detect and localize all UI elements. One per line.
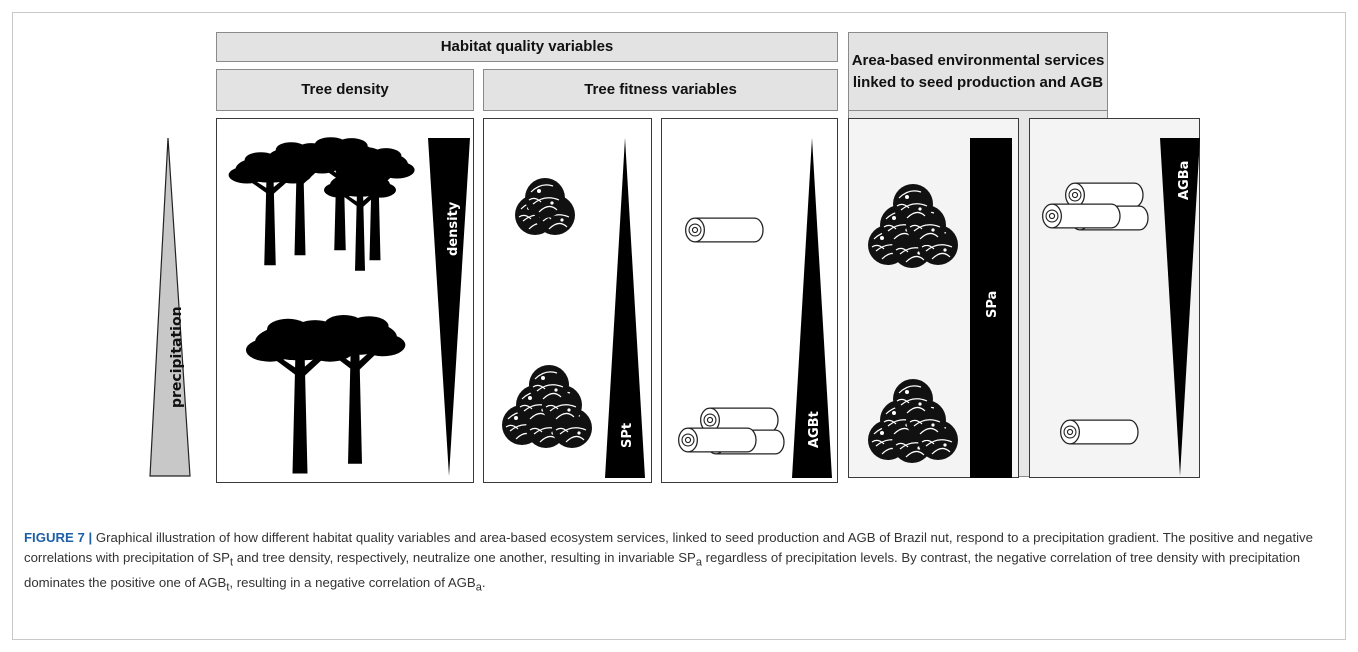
- precipitation-label: precipitation: [169, 306, 185, 408]
- spa-bar: [970, 138, 1012, 478]
- caption-sub-a1: a: [695, 556, 702, 569]
- log-bundle-icon: [1042, 182, 1149, 231]
- agba-wedge: [1160, 138, 1200, 476]
- caption-part1: Graphical illustration of how different …: [24, 530, 1313, 565]
- tree-silhouette-icon: [246, 315, 406, 474]
- header-tree-density-label: Tree density: [301, 81, 389, 99]
- header-area-based-line2: linked to seed production and AGB: [852, 73, 1104, 91]
- header-tree-fitness-label: Tree fitness variables: [584, 81, 737, 99]
- header-area-based: Area-based environmental services linked…: [848, 32, 1108, 111]
- spa-label: SPa: [985, 291, 1000, 318]
- tree-silhouette-icon: [228, 137, 415, 271]
- log-bundle-icon: [1060, 419, 1139, 445]
- figure-frame: [12, 12, 1346, 640]
- precipitation-wedge: [149, 137, 191, 477]
- caption-sub-a2: a: [475, 581, 482, 594]
- spt-label: SPt: [620, 423, 635, 448]
- caption-part5: .: [481, 574, 486, 590]
- header-tree-fitness: Tree fitness variables: [483, 69, 838, 111]
- figure-label: FIGURE 7 |: [24, 530, 93, 545]
- density-wedge: [428, 138, 470, 476]
- log-bundle-icon: [678, 407, 785, 455]
- density-label: density: [446, 201, 461, 256]
- header-tree-density: Tree density: [216, 69, 474, 111]
- agba-label: AGBa: [1177, 161, 1192, 200]
- caption-part3: regardless of precipitation levels. By c…: [24, 550, 1301, 590]
- figure-caption: FIGURE 7 | Graphical illustration of how…: [24, 528, 1334, 597]
- agbt-label: AGBt: [807, 411, 822, 448]
- brazil-nut-pod-icon: [514, 177, 576, 236]
- header-area-based-line1: Area-based environmental services: [851, 51, 1105, 69]
- brazil-nut-pod-icon: [501, 364, 593, 449]
- log-bundle-icon: [685, 217, 764, 243]
- caption-part4: , resulting in a negative correlation of…: [229, 574, 476, 590]
- spt-wedge: [605, 138, 645, 478]
- caption-sub-t2: t: [226, 581, 230, 594]
- brazil-nut-pod-icon: [867, 378, 959, 464]
- header-habitat-quality: Habitat quality variables: [216, 32, 838, 62]
- caption-sub-t1: t: [229, 556, 234, 569]
- caption-part2: and tree density, respectively, neutrali…: [233, 550, 696, 565]
- agbt-wedge: [792, 138, 832, 478]
- brazil-nut-pod-icon: [867, 183, 959, 269]
- header-habitat-quality-label: Habitat quality variables: [440, 38, 614, 56]
